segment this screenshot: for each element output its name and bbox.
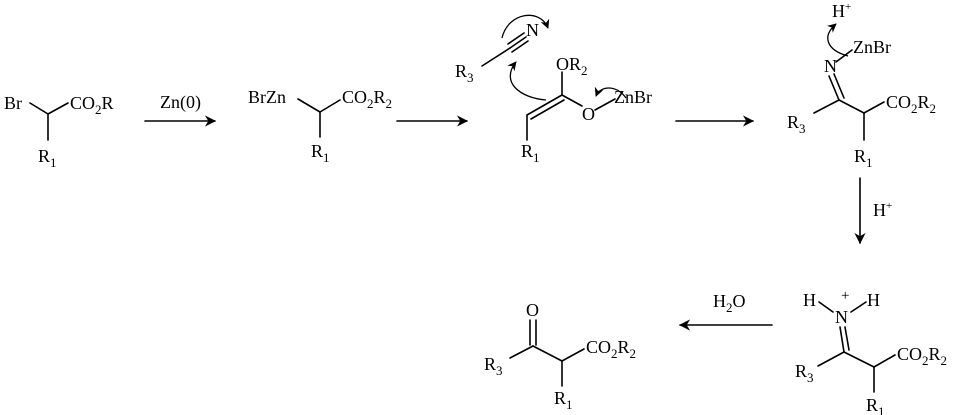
svg-text:R3: R3: [795, 361, 814, 385]
svg-text:R1: R1: [554, 388, 573, 412]
svg-text:O: O: [526, 300, 539, 320]
svg-text:N: N: [526, 20, 539, 40]
svg-text:R1: R1: [38, 146, 57, 170]
svg-text:H2O: H2O: [713, 291, 746, 315]
svg-text:+: +: [841, 288, 849, 304]
svg-text:Br: Br: [4, 93, 22, 113]
arrow-protonation: H+: [854, 177, 892, 245]
svg-text:CO2R2: CO2R2: [586, 337, 636, 361]
svg-text:BrZn: BrZn: [248, 87, 286, 107]
svg-text:ZnBr: ZnBr: [614, 87, 652, 107]
svg-text:CO2R2: CO2R2: [886, 92, 936, 116]
svg-text:OR2: OR2: [556, 54, 588, 78]
svg-text:R1: R1: [854, 146, 873, 170]
svg-text:R1: R1: [866, 395, 885, 415]
arrow-hydrolysis: H2O: [678, 291, 773, 331]
arrow-zinc-insertion: Zn(0): [144, 92, 217, 127]
svg-text:R3: R3: [455, 61, 474, 85]
svg-text:R1: R1: [521, 141, 540, 165]
beta-ketoester-product: O R3 CO2R2 R1: [484, 300, 636, 412]
svg-text:N: N: [835, 307, 848, 327]
svg-text:N: N: [824, 56, 837, 76]
svg-text:CO2R2: CO2R2: [342, 87, 392, 111]
svg-text:CO2R2: CO2R2: [897, 344, 947, 368]
nitrile-enolate-complex: R3 N OR2 O ZnBr R1: [455, 14, 652, 165]
svg-text:R1: R1: [311, 141, 330, 165]
svg-text:R3: R3: [787, 112, 806, 136]
svg-text:H: H: [867, 290, 880, 310]
svg-text:H: H: [803, 290, 816, 310]
svg-text:Zn(0): Zn(0): [160, 92, 201, 113]
svg-text:R3: R3: [484, 354, 503, 378]
svg-text:H+: H+: [832, 1, 851, 21]
alpha-bromoester: Br CO2R R1: [4, 93, 114, 170]
svg-text:ZnBr: ZnBr: [853, 37, 891, 57]
svg-text:O: O: [582, 104, 595, 124]
zinc-imine-intermediate: H+ N ZnBr R3 CO2R2 R1: [787, 1, 936, 170]
organozinc-intermediate: BrZn CO2R2 R1: [248, 87, 392, 165]
iminium-intermediate: H N + H R3 CO2R2 R1: [795, 288, 947, 415]
svg-text:H+: H+: [873, 200, 892, 220]
svg-text:CO2R: CO2R: [70, 93, 114, 117]
